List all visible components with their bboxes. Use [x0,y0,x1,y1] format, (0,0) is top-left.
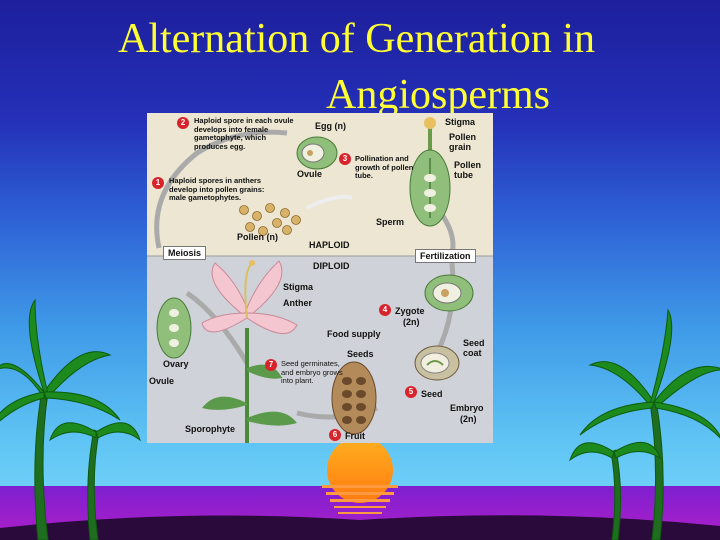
stigma-top-label: Stigma [445,117,476,127]
step-badge-4: 4 [379,304,391,316]
ovule-label: Ovule [297,169,323,179]
zygote-ploidy-label: (2n) [403,317,420,327]
island-silhouette [0,515,720,540]
sporophyte-label: Sporophyte [185,424,236,434]
anther-label: Anther [283,298,312,308]
step-badge-7: 7 [265,359,277,371]
pollen-grain-label: Pollen grain [449,132,477,152]
pollen-tube-label: Pollen tube [454,160,482,180]
embryo-ploidy-label: (2n) [460,414,477,424]
left-palm-tree-icon [0,298,141,540]
slide-title-line2: Angiosperms [326,72,550,118]
step-3-text: Pollination and growth of pollen tube. [355,154,414,180]
zygote-label: Zygote [395,306,425,316]
seeds-label: Seeds [347,349,374,359]
angiosperm-life-cycle-diagram: 2 Haploid spore in each ovule develops i… [147,113,493,443]
step-badge-6: 6 [329,429,341,441]
step-badge-5: 5 [405,386,417,398]
step-2-text: Haploid spore in each ovule develops int… [194,116,294,151]
stigma-label: Stigma [283,282,314,292]
seed-label: Seed [421,389,443,399]
pollen-grains-icon [239,203,301,236]
slide-title-line1: Alternation of Generation in [118,16,596,62]
ovary-label: Ovary [163,359,189,369]
egg-label: Egg (n) [315,121,346,131]
diploid-label: DIPLOID [313,261,350,271]
sunset-sun-icon [322,437,398,514]
ovule-icon [296,136,338,170]
right-palm-tree-icon [569,308,720,540]
step-badge-1: 1 [152,177,164,189]
step-badge-3: 3 [339,153,351,165]
flowering-plant-icon [201,260,298,443]
ovule-bottom-label: Ovule [149,376,175,386]
meiosis-box: Meiosis [163,246,207,260]
embryo-label: Embryo [450,403,484,413]
seed-coat-label: Seed coat [463,338,485,358]
ovary-icon [156,297,192,359]
fertilized-ovule-icon [424,274,474,312]
step-1-text: Haploid spores in anthers develop into p… [169,176,265,202]
haploid-label: HAPLOID [309,240,350,250]
pistil-icon [409,117,451,227]
sperm-label: Sperm [376,217,405,227]
fruit-label: Fruit [345,431,365,441]
step-badge-2: 2 [177,117,189,129]
pollen-label: Pollen (n) [237,232,278,242]
food-supply-label: Food supply [327,329,381,339]
diagram-artwork [147,113,493,443]
cycle-arrow-top-left [154,129,288,249]
seed-icon [414,345,460,381]
fruit-icon [331,361,377,435]
step-7-text: Seed germinates, and embryo grows into p… [281,359,343,385]
fertilization-box: Fertilization [415,249,476,263]
